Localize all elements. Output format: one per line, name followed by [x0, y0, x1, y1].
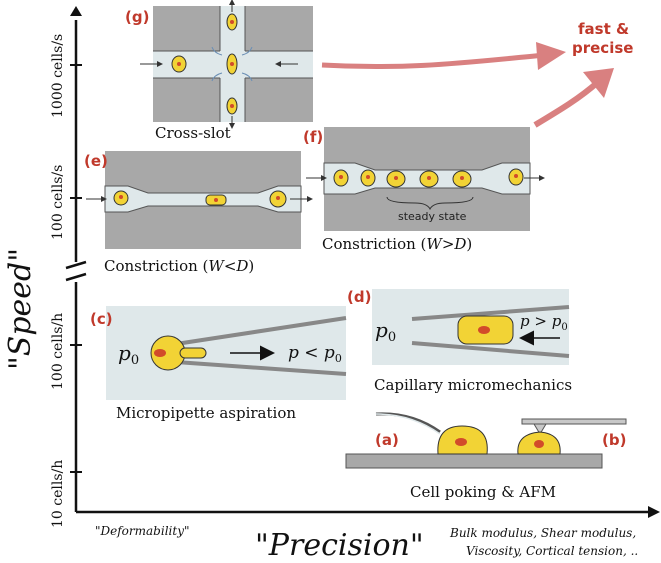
panel-letter-c: (c): [90, 310, 113, 328]
y-axis-title: "Speed": [3, 248, 38, 370]
caption-constriction-narrow: Constriction (W<D): [104, 257, 254, 275]
y-tick-100-cells-h: 100 cells/h: [50, 313, 66, 390]
panel-letter-b: (b): [602, 431, 626, 449]
pressure-condition-c: p < p0: [288, 343, 342, 365]
x-axis-title: "Precision": [255, 528, 424, 563]
x-right-label-line1: Bulk modulus, Shear modulus,: [449, 526, 636, 540]
panel-capillary: [372, 289, 570, 365]
caption-cell-poking-afm: Cell poking & AFM: [410, 483, 556, 501]
arrow-label-line1: fast &: [578, 20, 629, 38]
x-left-label: "Deformability": [95, 524, 190, 538]
caption-cross-slot: Cross-slot: [155, 124, 231, 142]
panel-cross-slot: [140, 0, 313, 129]
steady-state-label: steady state: [398, 210, 467, 223]
pressure-p0-left: p0: [118, 341, 139, 368]
x-axis: [76, 506, 660, 518]
x-right-label-line2: Viscosity, Cortical tension, ..: [466, 544, 638, 558]
caption-capillary: Capillary micromechanics: [374, 376, 572, 394]
axis-break-bottom: [65, 272, 87, 282]
caption-constriction-wide: Constriction (W>D): [322, 235, 472, 253]
panel-letter-d: (d): [347, 288, 371, 306]
panel-micropipette: [106, 306, 347, 400]
pressure-condition-d: p > p0: [520, 312, 568, 333]
panel-constriction-narrow: [86, 151, 313, 249]
axis-break-top: [65, 260, 87, 270]
y-tick-100-cells-s: 100 cells/s: [50, 165, 66, 240]
panel-letter-e: (e): [84, 152, 108, 170]
panel-letter-g: (g): [125, 8, 149, 26]
caption-micropipette: Micropipette aspiration: [116, 404, 296, 422]
arrow-label-line2: precise: [572, 39, 633, 57]
panel-letter-a: (a): [375, 431, 399, 449]
y-tick-1000-cells-s: 1000 cells/s: [50, 34, 66, 118]
panel-cell-poking-afm: [345, 412, 627, 469]
steady-state-brace: [386, 196, 474, 211]
fast-precise-arrows: [321, 42, 614, 128]
y-axis: [65, 6, 87, 512]
y-tick-10-cells-h: 10 cells/h: [50, 460, 66, 528]
panel-constriction-wide: [306, 127, 545, 231]
panel-letter-f: (f): [303, 128, 323, 146]
pressure-p0-right: p0: [375, 318, 396, 345]
